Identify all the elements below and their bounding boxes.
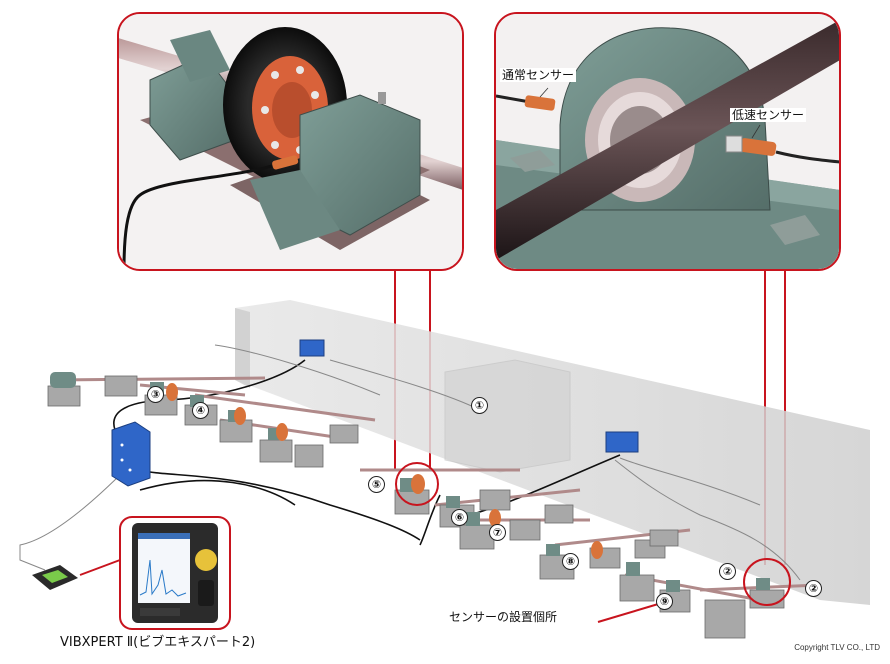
callout-bearing [494, 12, 841, 271]
marker-7: ⑦ [489, 524, 506, 541]
label-instrument-name: VIBXPERT Ⅱ(ビブエキスパート2) [60, 635, 256, 650]
marker-3: ③ [147, 386, 164, 403]
marker-4: ④ [192, 402, 209, 419]
plant-layout [19, 300, 870, 639]
marker-1: ① [471, 397, 488, 414]
marker-8: ⑧ [562, 553, 579, 570]
copyright: Copyright TLV CO., LTD [794, 643, 880, 652]
label-sensor-location: センサーの設置個所 [449, 610, 558, 624]
junction-box-icon [111, 339, 639, 487]
marker-9: ⑨ [656, 593, 673, 610]
label-low-speed-sensor: 低速センサー [730, 108, 807, 122]
label-normal-sensor: 通常センサー [500, 68, 577, 82]
vibxpert-callout [119, 516, 231, 630]
vibration-analyzer-icon [32, 565, 78, 590]
callout-coupling [117, 12, 464, 271]
marker-2a: ② [719, 563, 736, 580]
marker-5: ⑤ [368, 476, 385, 493]
marker-6: ⑥ [451, 509, 468, 526]
marker-2b: ② [805, 580, 822, 597]
